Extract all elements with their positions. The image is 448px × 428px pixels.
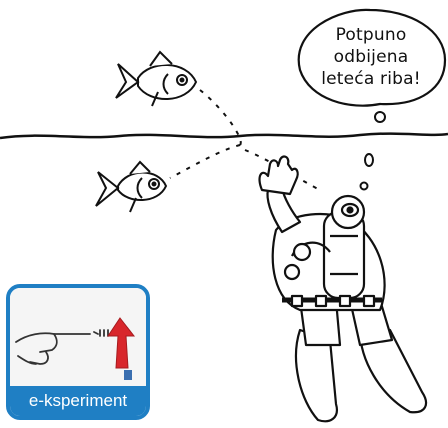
flying-fish-top (116, 52, 196, 106)
badge-label: e-ksperiment (10, 386, 146, 416)
speech-line-1: Potpuno (296, 24, 446, 46)
water-surface (0, 134, 448, 138)
flying-fish-bottom (96, 162, 166, 212)
speech-bubble-text: Potpuno odbijena leteća riba! (296, 24, 446, 90)
air-bubble (365, 154, 373, 166)
speech-line-2: odbijena (296, 46, 446, 68)
air-bubble (361, 183, 368, 190)
bubble-tail-circle (375, 112, 385, 122)
badge-image (10, 288, 146, 388)
e-ksperiment-badge[interactable]: e-ksperiment (6, 284, 150, 420)
speech-line-3: leteća riba! (296, 68, 446, 90)
diver-figure (260, 157, 426, 422)
